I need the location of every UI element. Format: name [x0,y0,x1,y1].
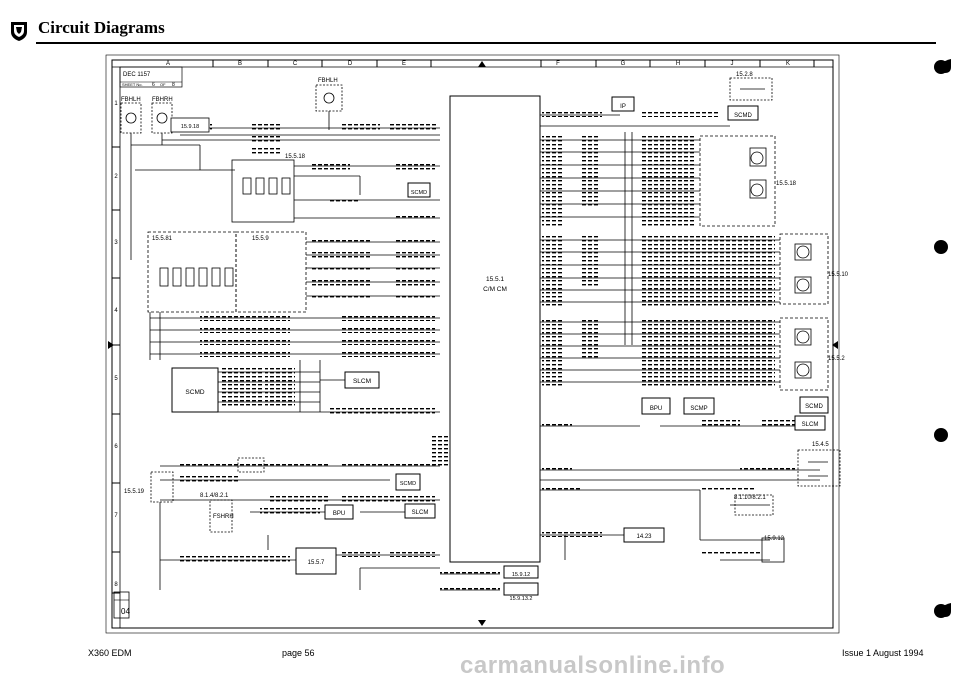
ref-label: 15.5.18 [776,181,797,187]
ref-box [295,547,337,575]
module-label: SLCM [412,510,429,516]
slcm-box [404,503,436,519]
jaguar-crest-icon [11,22,27,41]
slcm-box [344,371,380,389]
ref-label: 15.4.5 [812,442,829,448]
ref-label: 15.9.18 [181,124,199,130]
grid-column-label: J [731,61,734,67]
teardrop-marker-icon [939,603,951,617]
ref-label: 15.9.12 [512,572,530,578]
grid-column-label: B [238,61,242,67]
ref-label: 15.9.12 [764,536,785,542]
drawing-border [105,54,840,634]
module-label: SLCM [353,378,371,385]
grid-row-label: 3 [114,240,118,246]
grid-row-label: 5 [114,376,118,382]
ref-label: 15.9.13.2 [510,596,533,602]
sheet-label: SHEET No. [122,82,143,87]
ref-label: 15.5.19 [124,489,145,495]
teardrop-marker-icon [939,59,951,73]
module-label: IP [620,104,626,110]
grid-row-label: 2 [114,174,118,180]
grid-column-label: D [348,61,353,67]
cim-module-box [449,95,541,563]
ref-box [170,117,210,133]
grid-row-label: 8 [114,582,118,588]
of-label: OF [160,82,166,87]
scmd-box [171,367,219,413]
scmd-box [407,182,431,198]
corner-badge-number: 04 [121,607,130,616]
wire-codes [180,111,795,592]
fuse-label: FBHLH [121,97,141,103]
drawing-number-box [119,66,183,88]
ref-label: 14.23 [636,534,652,540]
footer-page: page 56 [282,648,315,658]
slcm-box [794,415,826,431]
fuse-label: FBHLH [318,78,338,84]
grid-row-label: 7 [114,513,118,519]
grid-row-label: 1 [114,101,118,107]
ref-label: 8.1.10/8.2.1 [734,495,766,501]
grid-column-label: C [293,61,298,67]
module-label: SCMD [400,481,416,487]
module-label: SCMP [690,406,707,412]
grid-column-label: H [676,61,680,67]
footer-issue: Issue 1 August 1994 [842,648,924,658]
punch-hole-icon [934,240,948,254]
scmd-box [727,105,759,121]
scmp-box [683,397,715,415]
corner-badge [113,591,130,619]
cim-ref: 15.5.1 [486,276,504,283]
ref-label: 15.2.8 [736,72,753,78]
header-rule [36,42,936,44]
fuse-label: FSHRH [213,514,234,520]
ref-label: 15.5.9 [252,236,269,242]
grid-column-label: E [402,61,406,67]
bpu-box [641,397,671,415]
cim-label: C/M CM [483,286,507,293]
module-label: BPU [333,511,345,517]
fuse-label: FBHRH [152,97,173,103]
bpu-box [324,504,354,520]
module-label: SCMD [185,389,204,396]
sheet-count: 8 [172,82,175,88]
ref-label: 15.5.2 [828,356,845,362]
scmd-box [395,473,421,491]
drawing-number: DEC 1157 [123,72,151,78]
ref-label: 15.5.18 [285,154,306,160]
grid-column-label: A [166,61,170,67]
grid-column-label: G [621,61,626,67]
ip-box [611,96,635,112]
module-label: SCMD [411,190,427,196]
module-label: SCMD [805,404,823,410]
footer-doc-id: X360 EDM [88,648,132,658]
ref-label: 15.5.10 [828,272,849,278]
module-label: SCMD [734,113,752,119]
grid-row-label: 4 [114,308,118,314]
scmd-box [799,396,829,414]
grid-column-label: F [556,61,560,67]
grid-row-label: 6 [114,444,118,450]
watermark: carmanualsonline.info [460,652,726,679]
module-label: BPU [650,406,662,412]
grid-column-label: K [786,61,790,67]
ref-box [503,582,539,596]
ref-box [503,565,539,579]
ref-box [623,527,665,543]
punch-hole-icon [934,428,948,442]
module-label: SLCM [802,422,819,428]
ref-label: 8.1.4/8.2.1 [200,493,229,499]
ref-label: 15.5.7 [308,560,325,566]
ref-label: 15.5.81 [152,236,173,242]
sheet-number: 6 [152,82,155,88]
page-title: Circuit Diagrams [38,18,165,37]
